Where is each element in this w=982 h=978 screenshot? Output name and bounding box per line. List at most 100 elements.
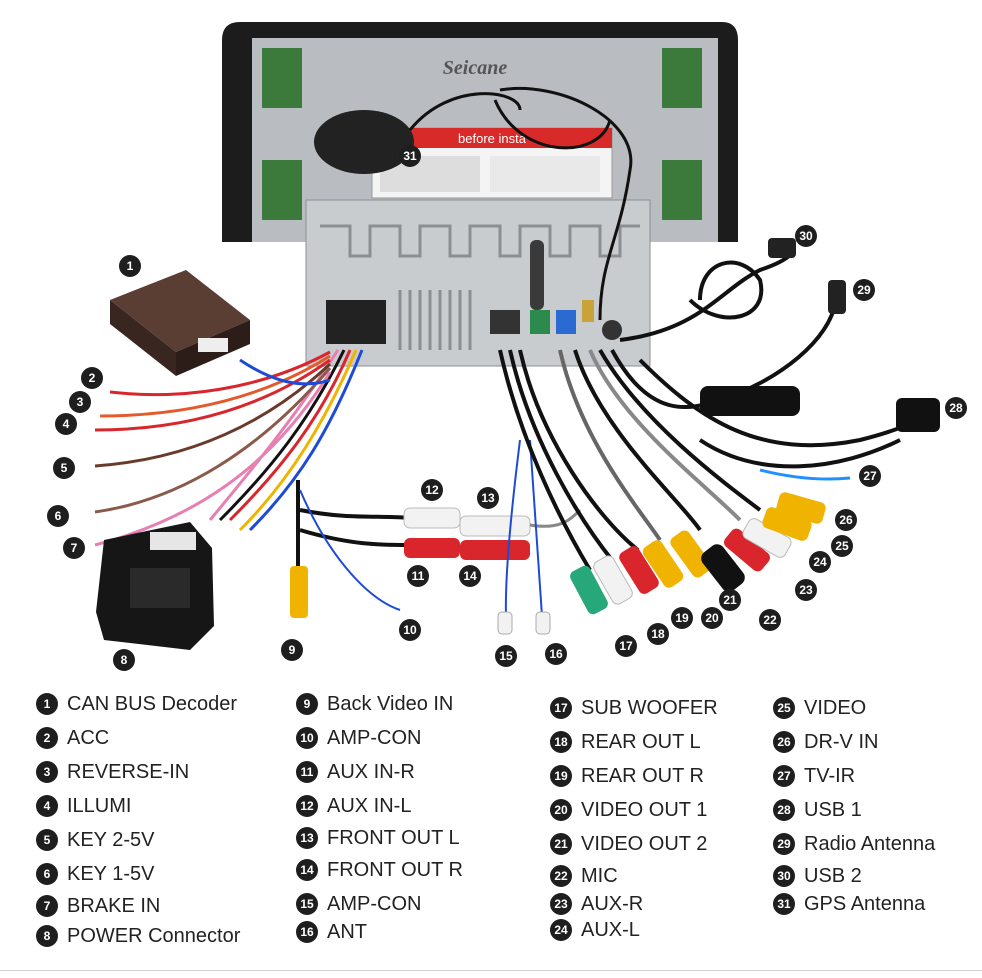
power-connector: [96, 522, 214, 650]
legend-label: AMP-CON: [327, 726, 422, 749]
callout-number: 22: [763, 613, 777, 627]
callout-badge: 13: [477, 487, 499, 509]
callout-number: 6: [55, 509, 62, 523]
legend-number-badge: 29: [773, 833, 795, 855]
legend-label: VIDEO OUT 1: [581, 798, 708, 821]
callout-badge: 24: [809, 551, 831, 573]
legend-item: 5 KEY 2-5V: [36, 826, 154, 854]
callout-badge: 22: [759, 609, 781, 631]
legend-number-badge: 31: [773, 893, 795, 915]
legend-label: ILLUMI: [67, 794, 132, 817]
legend-number-badge: 14: [296, 859, 318, 881]
legend-number-badge: 27: [773, 765, 795, 787]
legend-number-badge: 30: [773, 865, 795, 887]
callout-badge: 11: [407, 565, 429, 587]
callout-number: 14: [463, 569, 477, 583]
legend-label: Back Video IN: [327, 692, 454, 715]
callout-badge: 7: [63, 537, 85, 559]
wiring-diagram-illustration: Seicane before insta: [47, 22, 967, 671]
legend-label: TV-IR: [804, 764, 856, 787]
legend-number-badge: 19: [550, 765, 572, 787]
callout-number: 1: [127, 259, 134, 273]
callout-badge: 23: [795, 579, 817, 601]
usb-antenna-cables: [610, 238, 932, 469]
callout-badge: 17: [615, 635, 637, 657]
legend-number-badge: 23: [550, 893, 572, 915]
legend-number-badge: 24: [550, 919, 572, 941]
radio-antenna-stub: [530, 240, 544, 310]
callout-badge: 21: [719, 589, 741, 611]
callout-badge: 15: [495, 645, 517, 667]
legend-item: 4 ILLUMI: [36, 792, 131, 820]
rear-rca-bundle: [498, 349, 762, 572]
legend-label: AUX IN-R: [327, 760, 415, 783]
callout-number: 7: [71, 541, 78, 555]
legend-number-badge: 15: [296, 893, 318, 915]
callout-badge: 26: [835, 509, 857, 531]
gps-antenna: [314, 87, 633, 321]
legend-label: KEY 1-5V: [67, 862, 155, 885]
back-video-rca: [290, 480, 308, 618]
callout-number: 16: [549, 647, 563, 661]
callout-badge: 30: [795, 225, 817, 247]
legend-number-badge: 5: [36, 829, 58, 851]
callout-badge: 5: [53, 457, 75, 479]
legend-label: VIDEO OUT 2: [581, 832, 708, 855]
callout-number: 20: [705, 611, 719, 625]
callout-badge: 28: [945, 397, 967, 419]
callout-number: 18: [651, 627, 665, 641]
callout-number: 27: [863, 469, 877, 483]
callout-number: 23: [799, 583, 813, 597]
callout-number: 24: [813, 555, 827, 569]
legend-number-badge: 6: [36, 863, 58, 885]
legend-label: KEY 2-5V: [67, 828, 155, 851]
amp-ant-wires: [299, 439, 551, 635]
callout-badge: 12: [421, 479, 443, 501]
legend-item: 20 VIDEO OUT 1: [550, 796, 707, 824]
legend-label: AUX IN-L: [327, 794, 412, 817]
legend-number-badge: 3: [36, 761, 58, 783]
legend-label: MIC: [581, 864, 618, 887]
legend-number-badge: 4: [36, 795, 58, 817]
callout-number: 29: [857, 283, 871, 297]
callout-badge: 31: [399, 145, 421, 167]
legend-number-badge: 1: [36, 693, 58, 715]
callout-number: 15: [499, 649, 513, 663]
legend-label: REVERSE-IN: [67, 760, 190, 783]
callout-badge: 14: [459, 565, 481, 587]
legend-number-badge: 25: [773, 697, 795, 719]
legend-item: 27 TV-IR: [773, 762, 855, 790]
callout-badge: 4: [55, 413, 77, 435]
callout-badge: 29: [853, 279, 875, 301]
legend-label: BRAKE IN: [67, 894, 161, 917]
callout-badge: 6: [47, 505, 69, 527]
warning-sticker: before insta: [458, 131, 527, 146]
legend-label: USB 1: [804, 798, 862, 821]
callout-badge: 25: [831, 535, 853, 557]
legend-number-badge: 20: [550, 799, 572, 821]
legend-number-badge: 13: [296, 827, 318, 849]
callout-number: 19: [675, 611, 689, 625]
legend-label: AUX-R: [581, 892, 644, 915]
legend-label: POWER Connector: [67, 924, 241, 947]
legend-number-badge: 7: [36, 895, 58, 917]
